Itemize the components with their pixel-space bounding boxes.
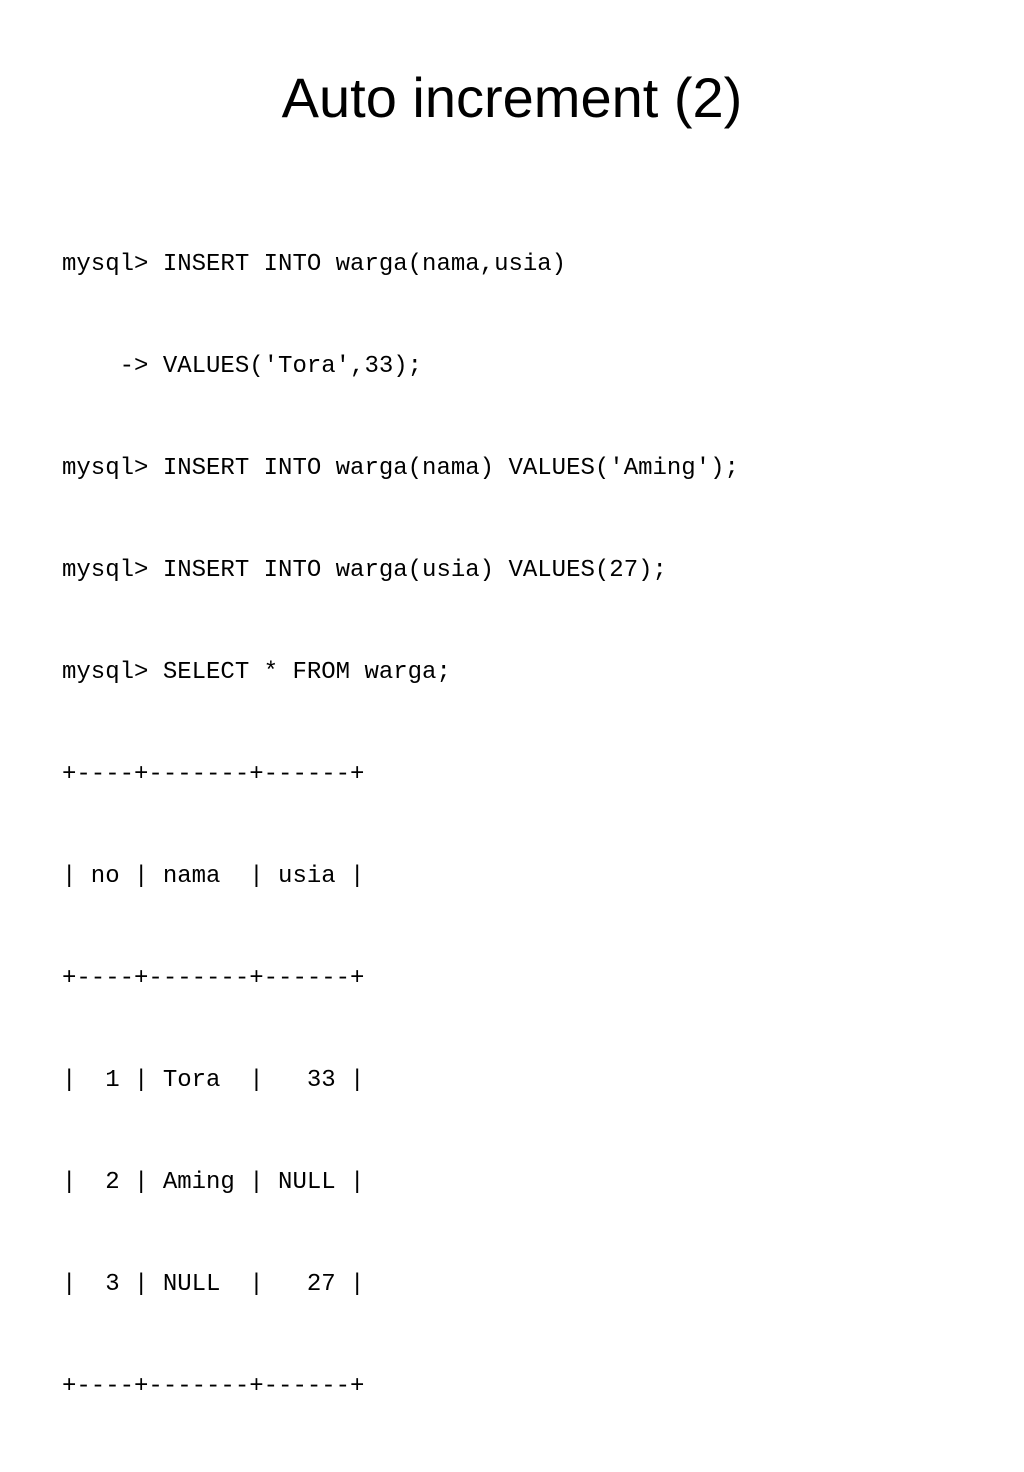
table-border-bottom: +----+-------+------+	[62, 1373, 365, 1400]
console-line-insert-tora-1: mysql> INSERT INTO warga(nama,usia)	[62, 251, 567, 278]
console-line-insert-usia: mysql> INSERT INTO warga(usia) VALUES(27…	[62, 557, 667, 584]
table-border-top: +----+-------+------+	[62, 761, 365, 788]
slide-title: Auto increment (2)	[281, 66, 743, 129]
slide: Auto increment (2) mysql> INSERT INTO wa…	[62, 66, 743, 1400]
table-row: | 1 | Tora | 33 |	[62, 1067, 365, 1094]
console-line-insert-aming: mysql> INSERT INTO warga(nama) VALUES('A…	[62, 455, 739, 482]
console-line-select: mysql> SELECT * FROM warga;	[62, 659, 451, 686]
console-line-insert-tora-2: -> VALUES('Tora',33);	[62, 353, 423, 380]
table-row: | 2 | Aming | NULL |	[62, 1169, 365, 1196]
table-header-row: | no | nama | usia |	[62, 863, 365, 890]
mysql-console-output: mysql> INSERT INTO warga(nama,usia) -> V…	[62, 180, 739, 1472]
table-border-header: +----+-------+------+	[62, 965, 365, 992]
table-row: | 3 | NULL | 27 |	[62, 1271, 365, 1298]
